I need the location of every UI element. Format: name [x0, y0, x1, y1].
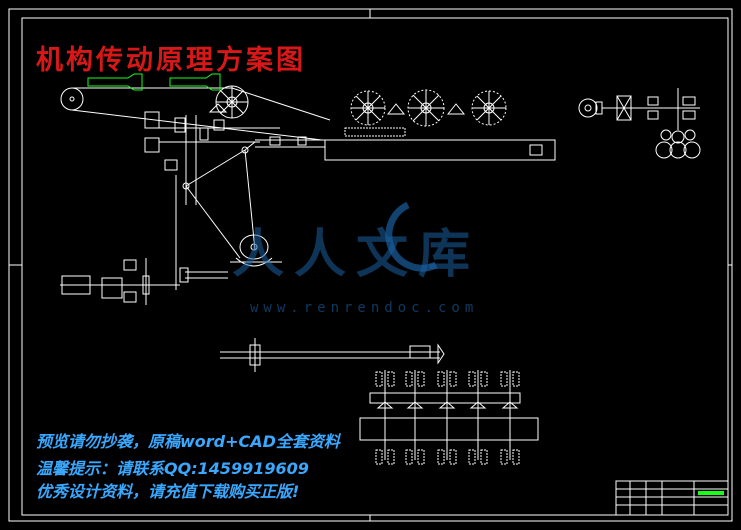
rack-assembly [255, 136, 556, 161]
motor-drive [60, 258, 228, 305]
bearing-pairs [375, 371, 520, 465]
side-assembly [578, 88, 701, 159]
watermark-notice-line: 优秀设计资料，请充值下载购买正版! [36, 482, 300, 501]
head-columns [376, 370, 519, 460]
watermark-notice-line: 预览请勿抄袭，原稿word+CAD全套资料 [36, 432, 340, 451]
cam-icon [230, 234, 282, 267]
linkage-arms [182, 141, 256, 259]
bearing-supports [144, 111, 280, 290]
lower-shaft [220, 338, 445, 372]
multi-head-assembly [359, 370, 539, 465]
inner-frame [21, 17, 729, 516]
gearbox-icon [101, 277, 123, 299]
title-block [615, 480, 729, 516]
watermark-url: www.renrendoc.com [250, 300, 479, 316]
belt-conveyor [60, 87, 331, 141]
logo-mark [385, 201, 438, 272]
watermark-logo-text: 人人文库 [232, 224, 481, 285]
frame-tick-marks [9, 9, 732, 521]
page-title: 机构传动原理方案图 [36, 45, 306, 76]
bottle-outlines [87, 73, 221, 91]
brush-wheel-icon [471, 90, 507, 126]
belt-pulley-icon [60, 87, 84, 111]
brush-wheel-icon [350, 90, 386, 126]
brush-wheel-icon [407, 89, 445, 127]
brush-wheel-group [344, 89, 507, 137]
motor-icon [61, 275, 91, 295]
star-wheel [208, 85, 249, 119]
watermark-notice-line: 温馨提示：请联系QQ:1459919609 [36, 459, 309, 478]
